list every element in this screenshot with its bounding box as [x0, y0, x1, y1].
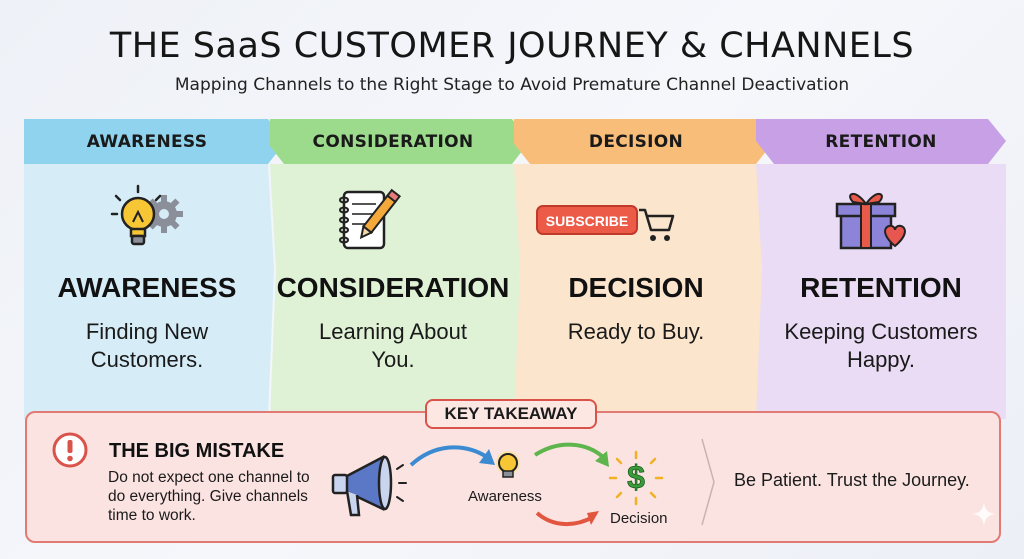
- journey-stages: AWARENESS: [24, 119, 1006, 419]
- channel-flow-graphic: [331, 442, 609, 526]
- stage-retention-header: RETENTION: [825, 131, 937, 152]
- arrow-blue-icon: [409, 445, 489, 467]
- flow-decision-label: Decision: [610, 510, 668, 527]
- key-takeaway-badge: KEY TAKEAWAY: [425, 399, 597, 429]
- dollar-icon: $: [608, 450, 664, 506]
- stage-consideration-shape: [270, 119, 530, 419]
- arrow-red-icon: [535, 511, 594, 526]
- stage-consideration-description: Learning About You.: [318, 319, 468, 372]
- stage-consideration-name: CONSIDERATION: [276, 272, 510, 303]
- chevron-right-icon: [701, 438, 715, 526]
- sparkle-icon: [972, 502, 996, 526]
- stage-decision: DECISION SUBSCRIBE DECISION Ready to Buy…: [514, 119, 774, 419]
- megaphone-icon: [331, 454, 407, 517]
- patience-message: Be Patient. Trust the Journey.: [734, 470, 970, 490]
- notepad-pencil-icon: [339, 188, 402, 250]
- subscribe-label: SUBSCRIBE: [546, 213, 628, 229]
- gift-heart-icon: [835, 193, 906, 250]
- stage-awareness-header: AWARENESS: [86, 131, 208, 152]
- alert-icon: [52, 432, 88, 468]
- stage-retention-description: Keeping Customers Happy.: [784, 319, 978, 372]
- lightbulb-icon: [496, 451, 520, 478]
- stage-decision-header: DECISION: [588, 131, 684, 152]
- stage-awareness-description: Finding New Customers.: [85, 319, 209, 372]
- stage-retention: RETENTION RETENTION Keeping Customers Ha…: [756, 119, 1006, 419]
- stage-decision-name: DECISION: [568, 272, 704, 303]
- stage-consideration: CONSIDERATION CONSIDERATION Learning Abo…: [270, 119, 530, 419]
- lightbulb-gear-icon: [110, 184, 183, 246]
- arrow-green-icon: [533, 442, 605, 459]
- page-subtitle: Mapping Channels to the Right Stage to A…: [174, 75, 850, 95]
- stage-consideration-header: CONSIDERATION: [312, 131, 474, 152]
- stage-decision-description: Ready to Buy.: [567, 319, 705, 344]
- stage-retention-name: RETENTION: [800, 272, 962, 303]
- page-title: THE SaaS CUSTOMER JOURNEY & CHANNELS: [109, 26, 915, 66]
- stage-awareness-name: AWARENESS: [57, 272, 237, 303]
- mistake-text: Do not expect one channel to do everythi…: [108, 469, 310, 524]
- mistake-title: THE BIG MISTAKE: [109, 440, 285, 462]
- stage-awareness: AWARENESS: [24, 119, 286, 419]
- flow-awareness-label: Awareness: [468, 488, 542, 505]
- subscribe-cart-icon: SUBSCRIBE: [536, 205, 675, 241]
- svg-text:$: $: [627, 459, 645, 495]
- stage-retention-shape: [756, 119, 1006, 419]
- stage-awareness-shape: [24, 119, 286, 419]
